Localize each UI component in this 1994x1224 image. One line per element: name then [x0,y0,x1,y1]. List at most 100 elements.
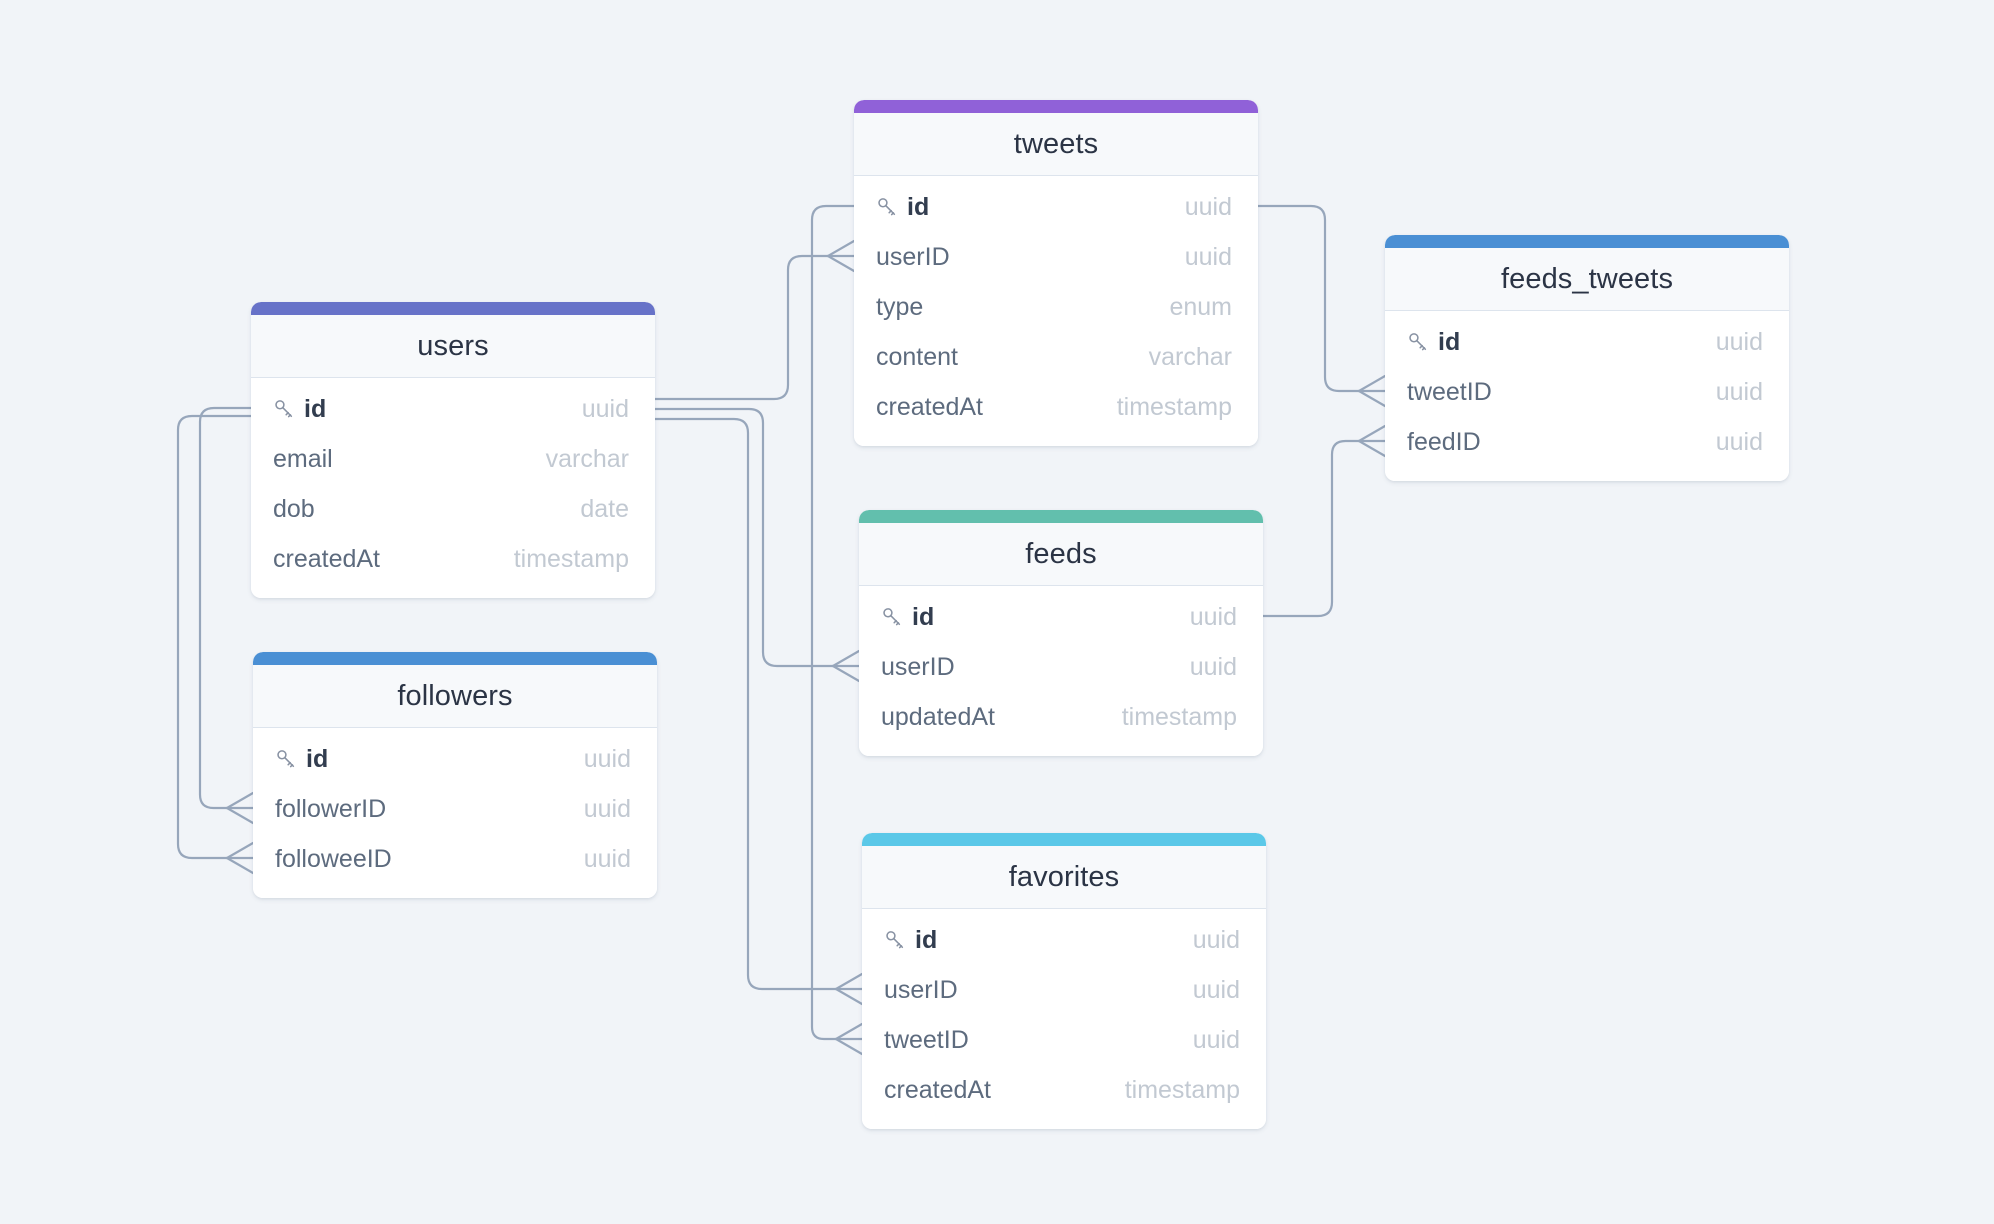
field-name-wrap: tweetID [884,1026,969,1055]
field-name-label: userID [884,975,958,1004]
field-type-label: varchar [545,444,629,473]
field-name-label: userID [876,242,950,271]
field-type-label: uuid [583,844,631,873]
entity-title: tweets [854,113,1258,176]
field-type-label: timestamp [1124,1075,1240,1104]
entity-field-list: id uuid email varchar dob date createdAt timest… [251,378,655,598]
field-type-label: varchar [1148,342,1232,371]
field-type-label: uuid [1715,427,1763,456]
field-name-label: createdAt [884,1075,992,1104]
field-name-label: id [907,192,930,221]
field-name-label: id [1438,327,1461,356]
field-type-label: uuid [581,394,629,423]
field-type-label: date [580,494,629,523]
field-row-id[interactable]: id uuid [1385,317,1789,367]
field-name-label: id [306,744,329,773]
field-name-wrap: followerID [275,795,386,824]
field-name-wrap: id [876,193,929,222]
field-type-label: uuid [1192,1025,1240,1054]
field-name-wrap: email [273,445,333,474]
field-row-id[interactable]: id uuid [253,734,657,784]
field-type-label: timestamp [513,544,629,573]
field-name-label: followerID [275,794,387,823]
field-name-wrap: userID [876,243,950,272]
field-type-label: timestamp [1116,392,1232,421]
field-type-label: uuid [1715,327,1763,356]
field-name-label: feedID [1407,427,1481,456]
field-name-label: tweetID [884,1025,969,1054]
field-name-label: followeeID [275,844,392,873]
field-type-label: uuid [583,794,631,823]
field-type-label: uuid [1189,652,1237,681]
relationship-users-followers-followee [176,414,255,875]
key-icon [275,748,297,770]
field-type-label: timestamp [1121,702,1237,731]
field-row-tweetID[interactable]: tweetID uuid [1385,367,1789,417]
field-type-label: uuid [1192,975,1240,1004]
entity-field-list: id uuid followerID uuid followeeID uuid [253,728,657,898]
entity-table-users[interactable]: users id uuid email varchar dob date createdAt t… [251,302,655,598]
field-name-wrap: id [881,603,934,632]
field-row-userID[interactable]: userID uuid [859,642,1263,692]
key-icon [881,606,903,628]
field-name-wrap: id [1407,328,1460,357]
key-icon [273,398,295,420]
field-type-label: uuid [1184,242,1232,271]
field-type-label: uuid [1715,377,1763,406]
field-type-label: uuid [583,744,631,773]
field-name-label: createdAt [876,392,984,421]
field-row-dob[interactable]: dob date [251,484,655,534]
field-name-label: id [304,394,327,423]
field-name-wrap: id [273,395,326,424]
field-type-label: enum [1169,292,1232,321]
field-row-createdAt[interactable]: createdAt timestamp [854,382,1258,432]
field-row-updatedAt[interactable]: updatedAt timestamp [859,692,1263,742]
field-name-label: tweetID [1407,377,1492,406]
field-row-type[interactable]: type enum [854,282,1258,332]
field-row-email[interactable]: email varchar [251,434,655,484]
field-row-followerID[interactable]: followerID uuid [253,784,657,834]
field-name-wrap: type [876,293,923,322]
field-row-followeeID[interactable]: followeeID uuid [253,834,657,884]
field-row-feedID[interactable]: feedID uuid [1385,417,1789,467]
field-name-wrap: userID [881,653,955,682]
entity-accent-bar [1385,235,1789,248]
field-name-label: type [876,292,924,321]
entity-accent-bar [854,100,1258,113]
field-name-label: updatedAt [881,702,995,731]
field-name-label: id [912,602,935,631]
field-name-wrap: dob [273,495,315,524]
field-row-id[interactable]: id uuid [251,384,655,434]
field-name-label: userID [881,652,955,681]
field-name-wrap: id [884,926,937,955]
key-icon [1407,331,1429,353]
field-row-tweetID[interactable]: tweetID uuid [862,1015,1266,1065]
field-name-wrap: createdAt [273,545,380,574]
field-row-createdAt[interactable]: createdAt timestamp [862,1065,1266,1115]
field-row-userID[interactable]: userID uuid [862,965,1266,1015]
field-name-label: email [273,444,333,473]
field-name-wrap: userID [884,976,958,1005]
field-row-createdAt[interactable]: createdAt timestamp [251,534,655,584]
entity-title: users [251,315,655,378]
relationship-feeds-feedstweets-feedid [1261,424,1387,618]
key-icon [884,929,906,951]
entity-title: favorites [862,846,1266,909]
field-name-wrap: followeeID [275,845,392,874]
entity-accent-bar [862,833,1266,846]
field-row-userID[interactable]: userID uuid [854,232,1258,282]
relationship-users-feeds-userid [653,407,861,683]
